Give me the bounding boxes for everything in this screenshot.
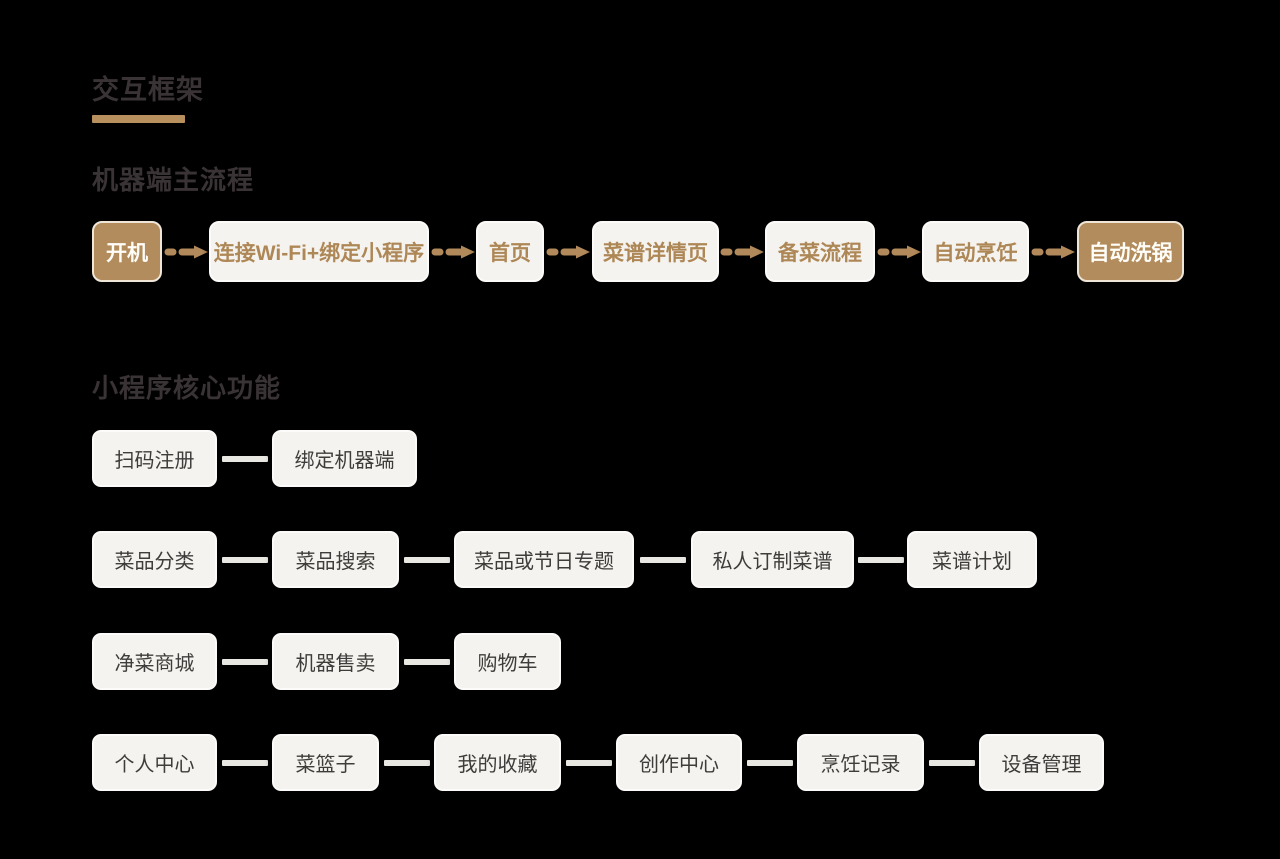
miniapp-row-recipes: 菜品分类 菜品搜索 菜品或节日专题 私人订制菜谱 菜谱计划 (92, 531, 1037, 588)
flow-step-recipe-detail: 菜谱详情页 (592, 221, 719, 282)
connector-bar (399, 531, 454, 588)
connector-bar (217, 531, 272, 588)
miniapp-row-register: 扫码注册 绑定机器端 (92, 430, 417, 487)
dashed-arrow-icon (544, 221, 592, 282)
feature-machine-sale: 机器售卖 (272, 633, 399, 690)
flow-step-prep-process: 备菜流程 (765, 221, 875, 282)
feature-cooking-record: 烹饪记录 (797, 734, 924, 791)
dashed-arrow-icon (429, 221, 476, 282)
connector-bar (561, 734, 616, 791)
flow-step-home: 首页 (476, 221, 544, 282)
feature-scan-register: 扫码注册 (92, 430, 217, 487)
connector-bar (217, 633, 272, 690)
machine-section-title: 机器端主流程 (92, 165, 255, 195)
feature-creation-center: 创作中心 (616, 734, 742, 791)
feature-bind-machine: 绑定机器端 (272, 430, 417, 487)
connector-bar (217, 734, 272, 791)
flow-step-connect-wifi-bind-miniapp: 连接Wi-Fi+绑定小程序 (209, 221, 429, 282)
feature-recipe-plan: 菜谱计划 (907, 531, 1037, 588)
connector-bar (924, 734, 979, 791)
feature-shopping-cart: 购物车 (454, 633, 561, 690)
feature-dish-festival-topic: 菜品或节日专题 (454, 531, 634, 588)
feature-favorites: 我的收藏 (434, 734, 561, 791)
dashed-arrow-icon (875, 221, 922, 282)
feature-dish-search: 菜品搜索 (272, 531, 399, 588)
feature-fresh-food-mall: 净菜商城 (92, 633, 217, 690)
feature-basket: 菜篮子 (272, 734, 379, 791)
miniapp-section-title: 小程序核心功能 (92, 373, 282, 403)
feature-device-management: 设备管理 (979, 734, 1104, 791)
connector-bar (742, 734, 797, 791)
dashed-arrow-icon (162, 221, 209, 282)
feature-personal-center: 个人中心 (92, 734, 217, 791)
connector-bar (399, 633, 454, 690)
flow-step-auto-cook: 自动烹饪 (922, 221, 1029, 282)
title-underline (92, 115, 185, 123)
miniapp-row-mall: 净菜商城 机器售卖 购物车 (92, 633, 561, 690)
connector-bar (379, 734, 434, 791)
connector-bar (854, 531, 907, 588)
connector-bar (634, 531, 691, 588)
flow-step-power-on: 开机 (92, 221, 162, 282)
machine-flow-row: 开机 连接Wi-Fi+绑定小程序 首页 菜谱详情页 备菜流程 自动烹饪 自动洗锅 (92, 221, 1184, 282)
dashed-arrow-icon (719, 221, 765, 282)
page-title: 交互框架 (92, 75, 204, 105)
feature-custom-recipe: 私人订制菜谱 (691, 531, 854, 588)
connector-bar (217, 430, 272, 487)
miniapp-row-personal: 个人中心 菜篮子 我的收藏 创作中心 烹饪记录 设备管理 (92, 734, 1104, 791)
dashed-arrow-icon (1029, 221, 1077, 282)
flow-step-auto-wash: 自动洗锅 (1077, 221, 1184, 282)
feature-dish-category: 菜品分类 (92, 531, 217, 588)
